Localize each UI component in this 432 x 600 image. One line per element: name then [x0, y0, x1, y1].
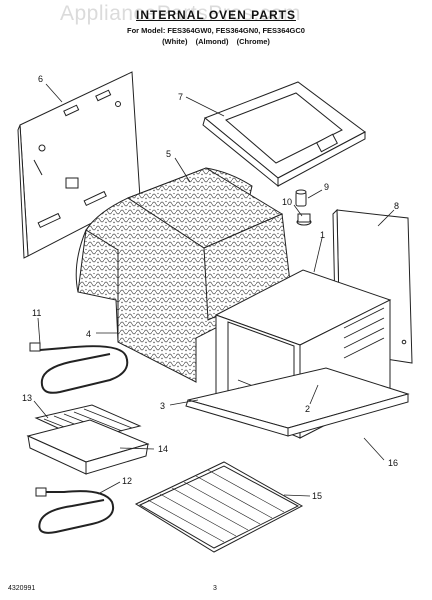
- callout-numbers: 6 7 5 9 10 8 1 11 4 13 3 2 14 16 12 15: [22, 74, 399, 501]
- top-panel-part: [202, 81, 366, 188]
- callout-1: 1: [320, 230, 325, 240]
- callout-4: 4: [86, 329, 91, 339]
- oven-rack-part: [134, 461, 304, 553]
- broil-element-part: [35, 487, 114, 534]
- callout-11: 11: [32, 308, 41, 318]
- color-variants: (White) (Almond) (Chrome): [0, 37, 432, 46]
- callout-14: 14: [158, 444, 168, 454]
- callout-10: 10: [282, 197, 292, 207]
- callout-15: 15: [312, 491, 322, 501]
- callout-12: 12: [122, 476, 132, 486]
- model-line: For Model: FES364GW0, FES364GN0, FES364G…: [127, 26, 305, 35]
- callout-16: 16: [388, 458, 398, 468]
- callout-13: 13: [22, 393, 32, 403]
- callout-3: 3: [160, 401, 165, 411]
- callout-7: 7: [178, 92, 183, 102]
- doc-number: 4320991: [8, 585, 36, 592]
- page-title: INTERNAL OVEN PARTS: [136, 8, 296, 22]
- oven-insulation-part: [75, 167, 291, 383]
- watermark: AppliancePartsPros.com: [60, 2, 301, 25]
- callout-2: 2: [305, 404, 310, 414]
- broil-pan-part: [26, 419, 150, 475]
- color-variant-almond: (Almond): [195, 37, 229, 46]
- sensor-part: [296, 213, 312, 226]
- callout-5: 5: [166, 149, 171, 159]
- callout-9: 9: [324, 182, 329, 192]
- color-variant-chrome: (Chrome): [236, 37, 270, 46]
- oven-bottom-part: [185, 367, 410, 437]
- bake-element-part: [29, 342, 129, 394]
- color-variant-white: (White): [162, 37, 188, 46]
- leader-lines: [33, 83, 395, 497]
- callout-8: 8: [394, 201, 399, 211]
- page-number: 3: [213, 585, 217, 592]
- thermostat-bracket-part: [295, 189, 307, 207]
- callout-6: 6: [38, 74, 43, 84]
